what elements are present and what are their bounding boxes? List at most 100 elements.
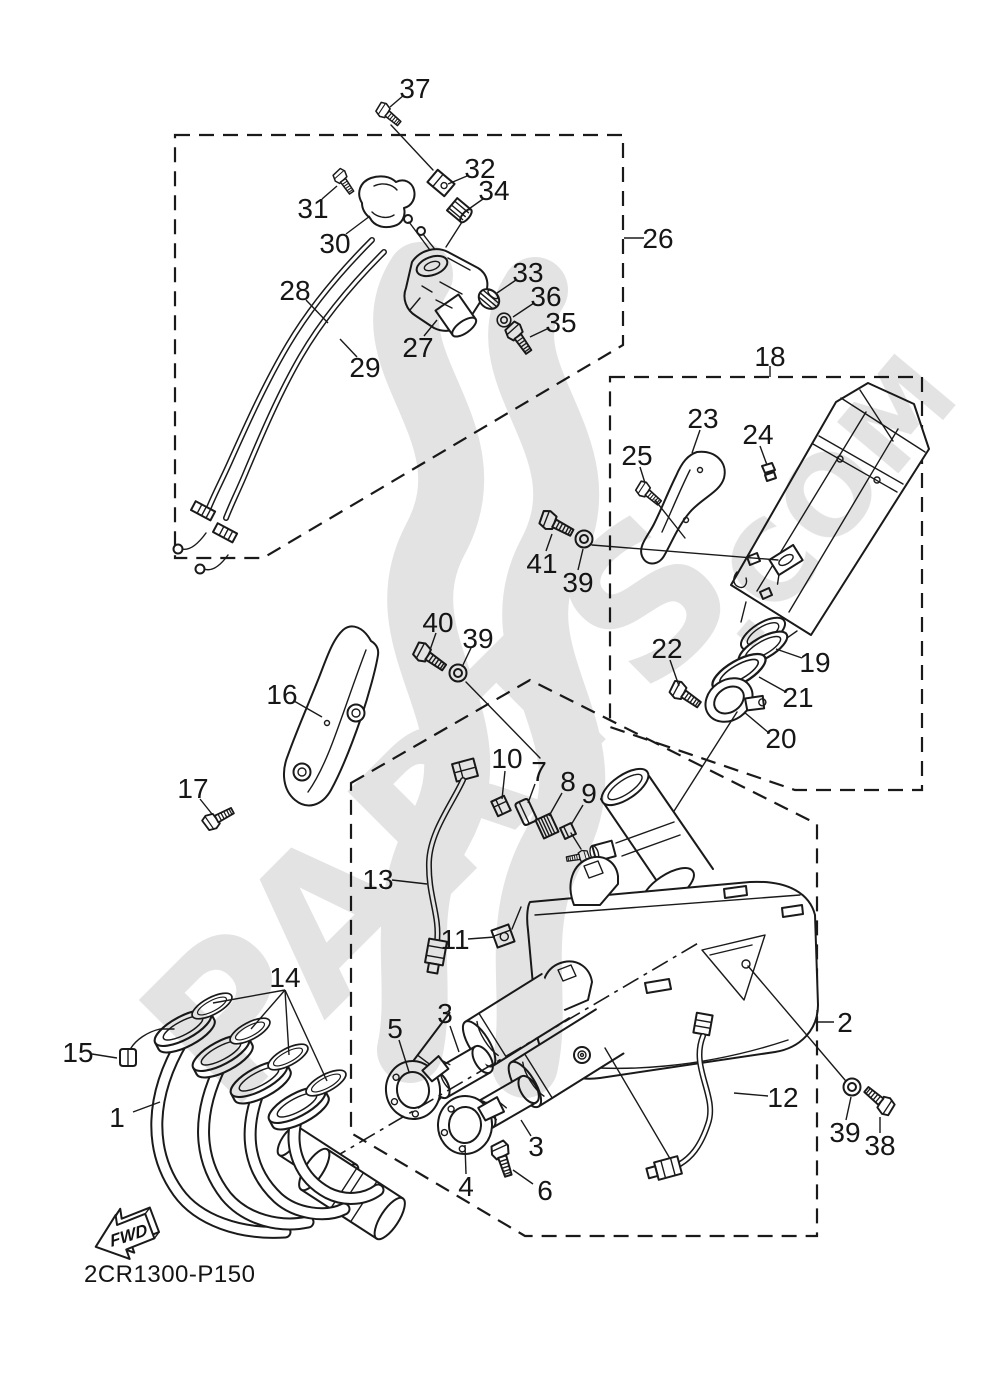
- assembly-boundary-18: [608, 375, 924, 792]
- callout-25: 25: [621, 440, 653, 484]
- callout-label-39: 39: [462, 623, 493, 654]
- callout-label-10: 10: [491, 743, 522, 774]
- leader-line-16: [293, 700, 323, 718]
- callout-26: 26: [624, 223, 674, 254]
- leader-line-3: [520, 1119, 532, 1137]
- callout-label-3: 3: [528, 1131, 544, 1162]
- leader-line-21: [758, 676, 787, 693]
- leader-line-12: [733, 1092, 769, 1097]
- callout-label-22: 22: [651, 633, 682, 664]
- fwd-arrow: FWD: [94, 1206, 161, 1260]
- muffler-mount-boss: [768, 543, 804, 585]
- callout-3-2: 3: [520, 1119, 544, 1162]
- callout-label-21: 21: [782, 682, 813, 713]
- leader-line-34: [465, 198, 484, 212]
- diagram-art: FWD: [94, 99, 930, 1260]
- callout-label-15: 15: [62, 1037, 93, 1068]
- leader-line-14: [250, 989, 286, 1030]
- screw-31: [330, 166, 358, 198]
- screw-37: [372, 99, 405, 130]
- callout-label-23: 23: [687, 403, 718, 434]
- callout-22: 22: [651, 633, 683, 687]
- callout-label-12: 12: [767, 1082, 798, 1113]
- leader-line-7: [527, 783, 536, 804]
- watermark-s-ribbon-1: [373, 242, 491, 1083]
- callout-39-2: 39: [461, 623, 494, 668]
- callout-label-6: 6: [537, 1175, 553, 1206]
- leader-line-3: [449, 1025, 460, 1053]
- leader-line-32: [447, 175, 468, 185]
- leader-line-20: [743, 711, 770, 734]
- part-clip-15: [119, 1028, 175, 1067]
- callout-label-16: 16: [266, 679, 297, 710]
- part-clip-10: [490, 794, 512, 818]
- part-clamp-20: [704, 677, 767, 723]
- leader-line-39-shield: [465, 681, 541, 759]
- callout-29: 29: [339, 338, 381, 383]
- leader-line-14: [284, 989, 328, 1082]
- callout-label-37: 37: [399, 73, 430, 104]
- callout-label-39: 39: [829, 1117, 860, 1148]
- leader-line-25: [654, 499, 686, 539]
- part-cable-bracket-30: [358, 175, 447, 264]
- leader-line-4: [464, 1144, 467, 1175]
- callout-label-4: 4: [458, 1171, 474, 1202]
- callout-label-19: 19: [799, 647, 830, 678]
- washer-39-mount: [842, 1077, 862, 1097]
- leader-line-30: [345, 215, 371, 235]
- watermark-text-com: .COM: [667, 329, 985, 673]
- callout-label-29: 29: [349, 352, 380, 383]
- callout-18: 18: [754, 341, 786, 377]
- callout-10: 10: [491, 743, 523, 800]
- leader-line-39-muffler: [591, 544, 779, 561]
- leader-line-14: [212, 989, 286, 1004]
- callout-34: 34: [465, 175, 510, 212]
- callout-label-18: 18: [754, 341, 785, 372]
- leader-line-23: [691, 429, 701, 454]
- watermark-s-ribbon-2: [488, 257, 606, 1098]
- leader-line-29: [339, 338, 358, 358]
- leader-line-25: [639, 466, 646, 484]
- callout-2: 2: [816, 1007, 853, 1038]
- callout-label-17: 17: [177, 773, 208, 804]
- callout-14: 14: [212, 962, 328, 1082]
- callout-1: 1: [109, 1101, 161, 1133]
- part-heat-shield-16: [282, 625, 380, 807]
- bolt-6: [487, 1138, 518, 1180]
- callout-39-3: 39: [829, 1096, 861, 1148]
- callout-37: 37: [389, 73, 431, 108]
- leader-line-14: [284, 989, 290, 1056]
- part-nut-24: [761, 462, 777, 482]
- leader-line-15: [91, 1053, 118, 1059]
- leader-line-37-to-32: [390, 124, 434, 171]
- leader-line-19: [775, 648, 803, 659]
- callout-30: 30: [319, 215, 371, 259]
- part-throttle-cables: [172, 237, 387, 575]
- callout-label-24: 24: [742, 419, 773, 450]
- callout-label-14: 14: [269, 962, 300, 993]
- leader-line-39: [845, 1096, 852, 1121]
- leader-line-28: [305, 299, 329, 324]
- leader-line-22: [669, 659, 680, 687]
- callout-28: 28: [279, 275, 329, 324]
- leader-line-10: [501, 770, 506, 800]
- callout-38: 38: [864, 1117, 896, 1161]
- bolt-38: [859, 1082, 899, 1119]
- callout-15: 15: [62, 1037, 118, 1068]
- leader-line-34-to-27: [445, 221, 463, 248]
- callout-20: 20: [743, 711, 797, 754]
- callout-31: 31: [297, 185, 338, 224]
- leader-line-1: [132, 1101, 161, 1113]
- callout-label-32: 32: [464, 153, 495, 184]
- callout-21: 21: [758, 676, 814, 713]
- callout-label-38: 38: [864, 1130, 895, 1161]
- callout-label-26: 26: [642, 223, 673, 254]
- part-muffler-18: [730, 382, 930, 652]
- callout-19: 19: [775, 647, 831, 678]
- callout-label-34: 34: [478, 175, 509, 206]
- callout-24: 24: [742, 419, 774, 466]
- part-protector-23: [640, 450, 726, 565]
- leader-line-31: [321, 185, 338, 200]
- leader-line-17: [199, 798, 213, 815]
